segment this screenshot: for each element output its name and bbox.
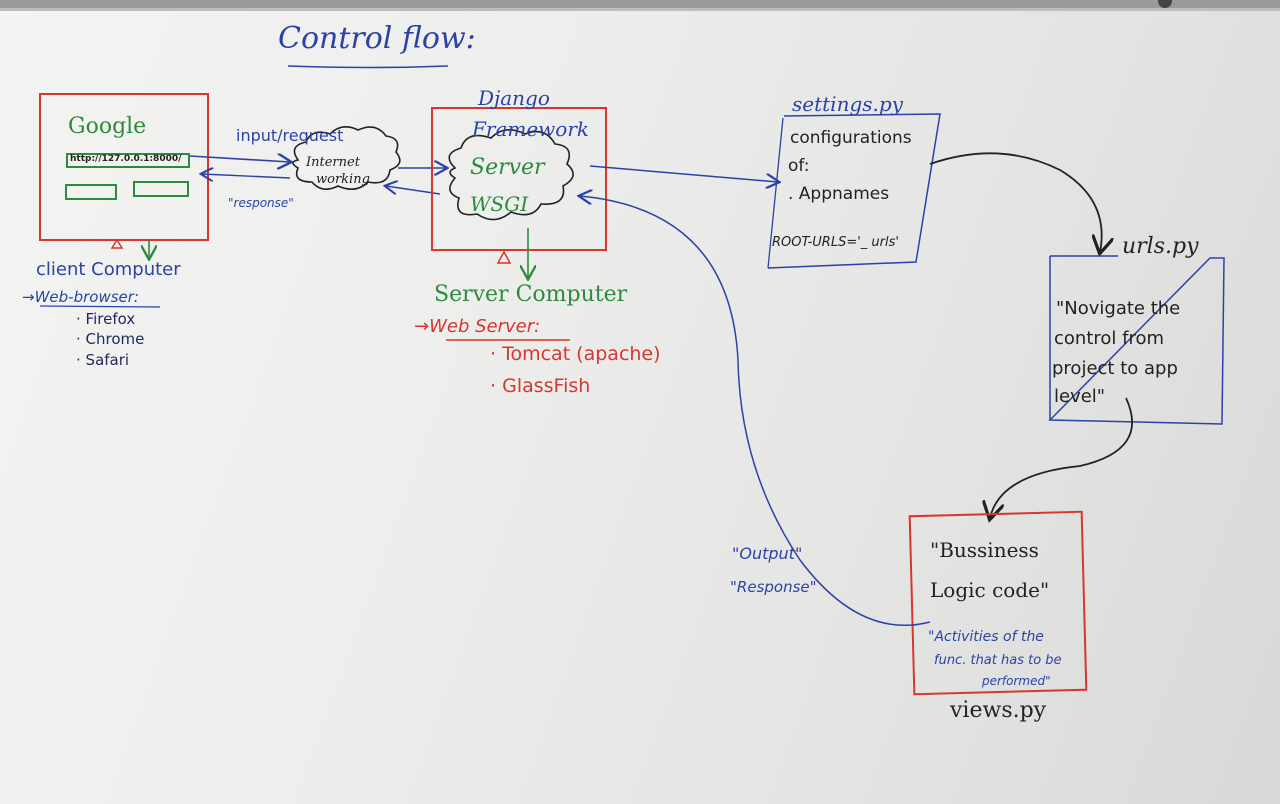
urls-line2: control from (1054, 328, 1165, 349)
whiteboard-frame-inner (0, 8, 1280, 11)
views-activities-line2: func. that has to be (934, 653, 1062, 668)
urls-title: urls.py (1122, 234, 1199, 259)
client-item-1-text: Firefox (85, 310, 136, 328)
root-urls-text: ROOT-URLS='_ urls' (772, 235, 899, 250)
client-item-2: · Chrome (76, 330, 145, 348)
web-server-title-text: Web Server: (429, 316, 541, 337)
server-cloud (448, 129, 574, 221)
client-heading: client Computer (36, 259, 181, 280)
browser-button-2 (133, 181, 189, 197)
response-return-arrow (580, 196, 931, 626)
client-item-3-text: Safari (85, 351, 130, 369)
response-arrow (202, 174, 291, 178)
client-stand-icon (110, 238, 124, 249)
browser-button-1 (65, 184, 117, 200)
internet-line2: working (316, 172, 370, 187)
response-return-label: "Response" (730, 578, 817, 596)
web-server-item-1: · Tomcat (apache) (490, 343, 661, 365)
browser-url-bar (66, 153, 190, 168)
django-box (431, 107, 607, 251)
input-request-label: input/request (236, 126, 344, 145)
web-server-item-2: · GlassFish (490, 375, 591, 397)
views-box (908, 510, 1088, 696)
request-arrow (189, 156, 290, 162)
urls-line1: "Novigate the (1056, 298, 1181, 319)
server-label: Server (470, 155, 545, 180)
views-filename: views.py (950, 698, 1047, 723)
urls-line4: level" (1054, 386, 1106, 407)
client-list-title-text: Web-browser: (34, 288, 139, 306)
whiteboard-frame (0, 0, 1280, 8)
django-label: Django (478, 86, 550, 110)
views-activities-line1: "Activities of the (928, 629, 1044, 645)
framework-label: Framework (472, 117, 590, 141)
internet-cloud (292, 126, 401, 190)
server-stand-icon (496, 250, 512, 264)
server-to-settings-arrow (589, 165, 778, 182)
web-server-item-1-text: Tomcat (apache) (502, 343, 661, 365)
views-line2: Logic code" (930, 578, 1050, 602)
urls-to-views-arrow (990, 397, 1133, 518)
urls-box (1048, 255, 1225, 425)
internet-line1: Internet (306, 155, 360, 170)
wsgi-label: WSGI (470, 192, 529, 216)
settings-to-urls-arrow (929, 152, 1102, 252)
settings-title: settings.py (792, 92, 903, 116)
page-title: Control flow: (278, 21, 476, 56)
client-item-3: · Safari (76, 351, 130, 369)
output-label: "Output" (732, 544, 803, 563)
web-server-title: →Web Server: (414, 316, 541, 337)
client-url-text: http://127.0.0.1:8000/ (70, 154, 182, 164)
magnet-icon (1158, 0, 1172, 8)
title-underline (287, 65, 449, 69)
client-item-1: · Firefox (76, 310, 136, 328)
web-server-item-2-text: GlassFish (502, 375, 591, 397)
settings-line2: of: (788, 156, 810, 176)
web-browser-underline (39, 305, 161, 308)
server-computer-heading: Server Computer (434, 282, 628, 307)
client-brand-text: Google (68, 114, 147, 139)
views-activities-line3: performed" (982, 674, 1051, 688)
settings-line3: . Appnames (788, 184, 890, 204)
client-list-title: →Web-browser: (22, 288, 139, 306)
client-item-2-text: Chrome (85, 330, 145, 348)
settings-line1: configurations (790, 128, 912, 148)
response-label: "response" (228, 196, 294, 210)
urls-line3: project to app (1052, 358, 1178, 379)
views-line1: "Bussiness (930, 538, 1039, 562)
settings-box (767, 113, 941, 269)
